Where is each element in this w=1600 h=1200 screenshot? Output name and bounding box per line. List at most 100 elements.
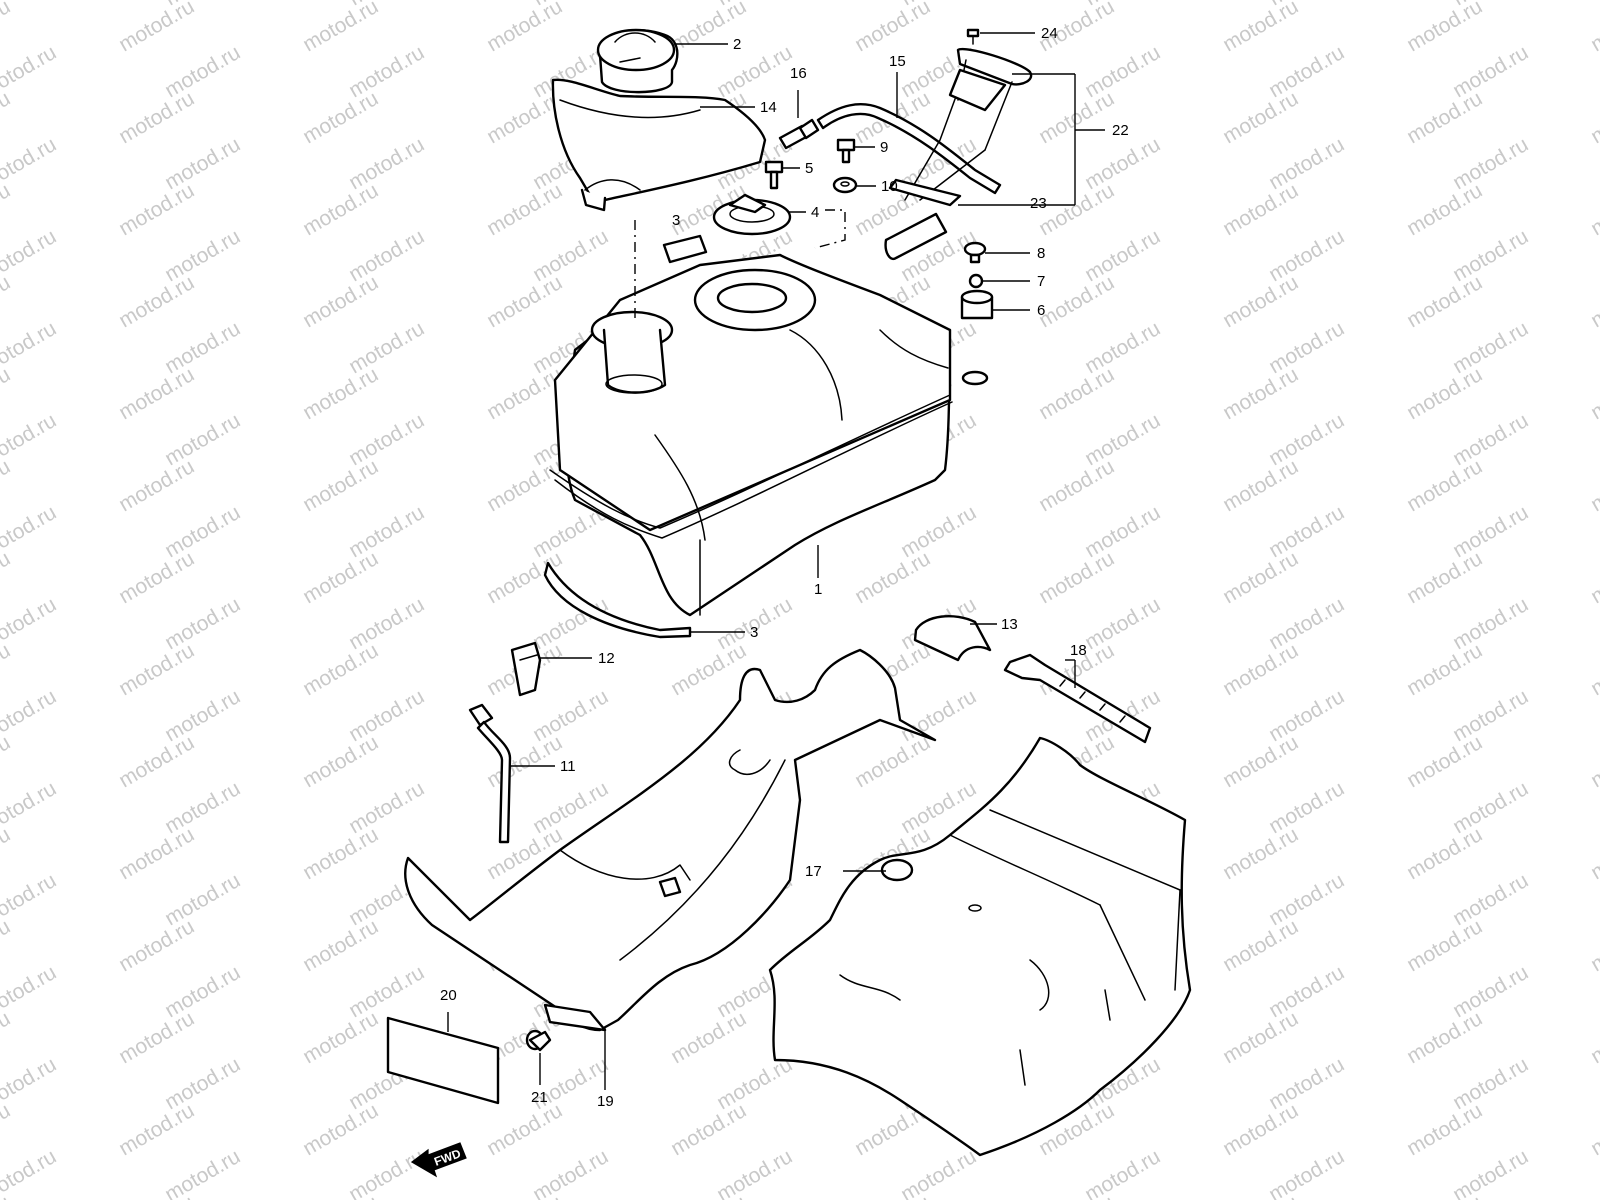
watermark-text: motod.ru [1219,1099,1302,1160]
watermark-text: motod.ru [161,961,244,1022]
watermark-text: motod.ru [1587,823,1600,884]
watermark-text: motod.ru [529,1145,612,1200]
watermark-text: motod.ru [299,547,382,608]
callout-12: 12 [598,650,615,667]
watermark-text: motod.ru [299,1007,382,1068]
watermark-text: motod.ru [299,0,382,56]
watermark-text: motod.ru [0,593,60,654]
watermark-text: motod.ru [1587,1007,1600,1068]
cushion-pad [662,234,708,264]
breather-hose [816,103,1002,195]
gasket-plate [712,193,792,236]
watermark-text: motod.ru [1587,1099,1600,1160]
watermark-text: motod.ru [161,501,244,562]
watermark-text: motod.ru [299,915,382,976]
callout-16: 16 [790,65,807,82]
watermark-text: motod.ru [299,179,382,240]
watermark-text: motod.ru [115,915,198,976]
watermark-text: motod.ru [0,179,14,240]
watermark-text: motod.ru [1449,869,1532,930]
bolt-9 [836,138,856,164]
watermark-text: motod.ru [0,363,14,424]
watermark-text: motod.ru [483,0,566,56]
watermark-text: motod.ru [0,225,60,286]
watermark-text: motod.ru [1219,915,1302,976]
watermark-text: motod.ru [1035,87,1118,148]
callout-21: 21 [531,1089,548,1106]
watermark-text: motod.ru [345,133,428,194]
watermark-text: motod.ru [1403,0,1486,56]
watermark-text: motod.ru [0,41,60,102]
watermark-text: motod.ru [1219,87,1302,148]
watermark-text: motod.ru [1449,501,1532,562]
watermark-text: motod.ru [1219,455,1302,516]
filler-tray [551,78,767,212]
watermark-text: motod.ru [1219,823,1302,884]
watermark-text: motod.ru [115,823,198,884]
watermark-text: motod.ru [1587,731,1600,792]
callout-1: 1 [814,581,822,598]
tank-cushion-13 [913,615,992,662]
tank-cover-19 [404,648,937,1032]
watermark-text: motod.ru [483,455,566,516]
collar-7 [968,273,984,289]
watermark-text: motod.ru [0,317,60,378]
watermark-text: motod.ru [1587,179,1600,240]
watermark-text: motod.ru [1265,685,1348,746]
clip-12 [510,641,542,697]
washer-10 [832,176,858,194]
watermark-text: motod.ru [299,1099,382,1160]
watermark-text: motod.ru [1587,639,1600,700]
watermark-text: motod.ru [1035,363,1118,424]
watermark-text: motod.ru [115,271,198,332]
watermark-text: motod.ru [1403,87,1486,148]
watermark-text: motod.ru [115,0,198,56]
callout-8: 8 [1037,245,1045,262]
watermark-text: motod.ru [529,685,612,746]
watermark-text: motod.ru [0,1053,60,1114]
callout-3: 3 [672,212,680,229]
tank-protector-17 [768,736,1192,1157]
watermark-text: motod.ru [1449,1145,1532,1200]
watermark-text: motod.ru [161,593,244,654]
watermark-text: motod.ru [0,1099,14,1160]
bolt-5 [764,160,784,190]
callout-24: 24 [1041,25,1058,42]
watermark-text: motod.ru [1265,869,1348,930]
callout-17: 17 [805,863,822,880]
watermark-text: motod.ru [1265,777,1348,838]
watermark-text: motod.ru [115,1191,198,1200]
watermark-text: motod.ru [1403,639,1486,700]
cushion-strip [543,561,692,639]
hose-joint [778,118,820,150]
watermark-text: motod.ru [1219,179,1302,240]
watermark-text: motod.ru [1219,1191,1302,1200]
screw-24 [966,28,980,45]
watermark-text: motod.ru [1081,317,1164,378]
watermark-text: motod.ru [1449,1053,1532,1114]
watermark-text: motod.ru [667,1191,750,1200]
mount-bolt-8 [963,241,987,264]
watermark-text: motod.ru [1081,225,1164,286]
watermark-text: motod.ru [0,731,14,792]
watermark-text: motod.ru [667,1007,750,1068]
watermark-text: motod.ru [1403,731,1486,792]
watermark-text: motod.ru [851,547,934,608]
fuel-tank [549,253,989,617]
watermark-text: motod.ru [1265,133,1348,194]
watermark-text: motod.ru [1035,547,1118,608]
watermark-text: motod.ru [0,271,14,332]
callout-5: 5 [805,160,813,177]
watermark-text: motod.ru [0,961,60,1022]
watermark-text: motod.ru [0,869,60,930]
watermark-text: motod.ru [713,1145,796,1200]
watermark-text: motod.ru [115,639,198,700]
fuel-cap [596,28,679,94]
leader-lines [447,32,1105,1090]
watermark-text: motod.ru [161,685,244,746]
watermark-text: motod.ru [0,547,14,608]
watermark-text: motod.ru [667,1099,750,1160]
watermark-text: motod.ru [0,87,14,148]
alignment-line [814,209,846,249]
